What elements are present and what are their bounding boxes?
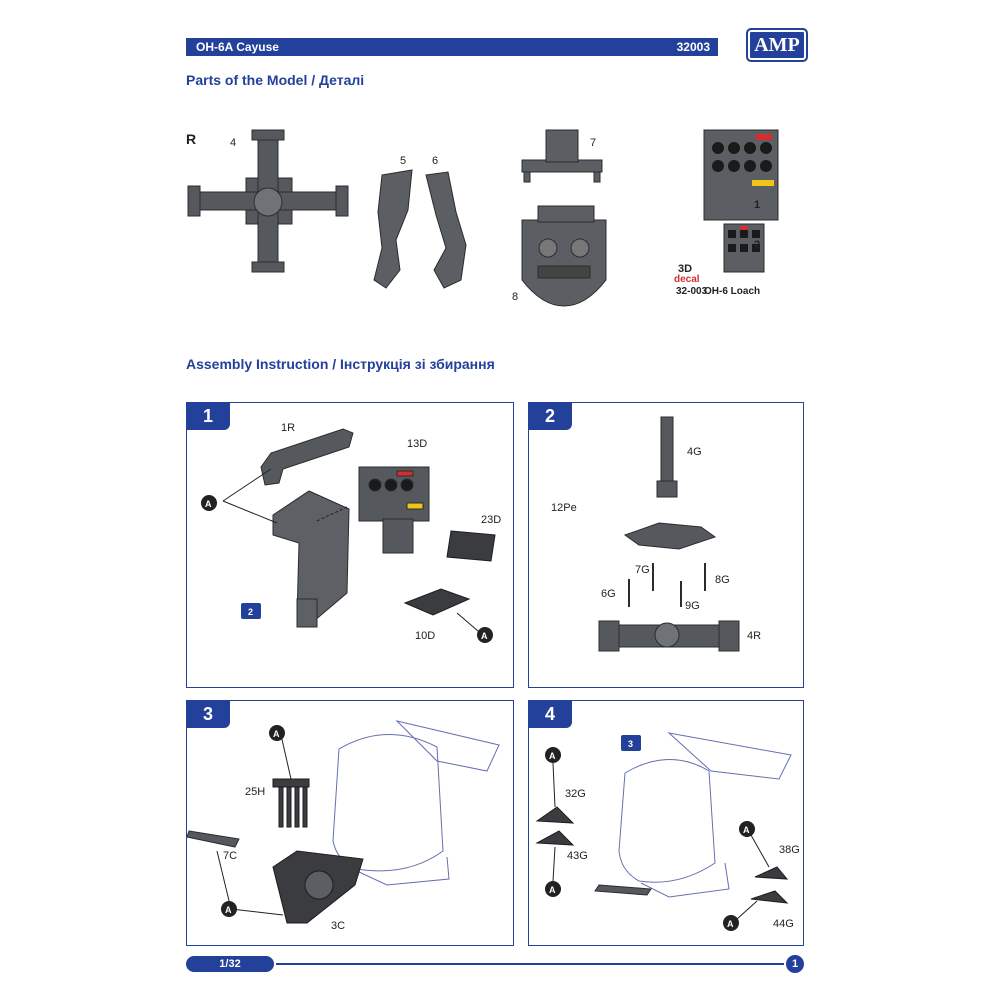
part-7-shape — [521, 129, 603, 183]
part-10d-base — [403, 588, 471, 616]
page-number: 1 — [786, 955, 804, 973]
assembly-title: Assembly Instruction / Інструкція зі зби… — [186, 356, 495, 372]
decal-item-2: 2 — [754, 239, 760, 251]
ref-a-marker-1 — [201, 495, 217, 511]
part-43g — [535, 830, 575, 846]
ref-a-marker-7 — [739, 821, 755, 837]
label-12pe: 12Pe — [551, 502, 577, 514]
decal-item-1: 1 — [754, 199, 760, 211]
step-3-panel: 3 A A 25H 7C 3C — [186, 700, 514, 946]
ref-a-marker-2 — [477, 627, 493, 643]
cabin-floor-part — [594, 884, 652, 896]
label-1r: 1R — [281, 422, 295, 434]
decal-brand-top: 3D — [678, 263, 692, 275]
header-bar: OH-6A Cayuse 32003 — [186, 38, 718, 56]
part-8-shape — [521, 205, 607, 307]
model-name: OH-6A Cayuse — [196, 40, 279, 54]
ref-a-text-6: A — [549, 885, 556, 895]
label-23d: 23D — [481, 514, 501, 526]
label-13d: 13D — [407, 438, 427, 450]
part-44g — [750, 890, 789, 904]
part-label-5: 5 — [400, 155, 406, 167]
seat-back-assembly — [272, 490, 350, 628]
ref-a-text-8: A — [727, 919, 734, 929]
step-3-badge: 3 — [186, 700, 230, 728]
part-23d-decal — [446, 530, 496, 562]
ref-a-text-4: A — [225, 905, 232, 915]
label-38g: 38G — [779, 844, 800, 856]
ref-a-marker-6 — [545, 881, 561, 897]
label-6g: 6G — [601, 588, 616, 600]
part-4-rotor-hub — [187, 129, 349, 273]
label-4r: 4R — [747, 630, 761, 642]
part-label-8: 8 — [512, 291, 518, 303]
part-label-6: 6 — [432, 155, 438, 167]
step-1-badge: 1 — [186, 402, 230, 430]
decal-name: OH-6 Loach — [704, 286, 760, 297]
part-6-shape — [425, 171, 467, 289]
footer-rule — [276, 963, 784, 965]
part-7c-strip — [187, 830, 240, 848]
part-13d-panel — [358, 466, 430, 554]
ref-a-marker-3 — [269, 725, 285, 741]
label-7c: 7C — [223, 850, 237, 862]
scale-badge: 1/32 — [186, 956, 274, 972]
label-25h: 25H — [245, 786, 265, 798]
label-7g: 7G — [635, 564, 650, 576]
amp-logo: AMP — [746, 28, 808, 62]
decal-code: 32-003 — [676, 286, 708, 297]
ref-a-marker-4 — [221, 901, 237, 917]
ref-a-marker-8 — [723, 915, 739, 931]
label-44g: 44G — [773, 918, 794, 930]
ref-a-text-5: A — [549, 751, 556, 761]
ref-step-2-text: 2 — [248, 607, 253, 617]
ref-a-text-7: A — [743, 825, 750, 835]
pushrods — [628, 563, 706, 607]
part-4r-hub — [598, 620, 740, 652]
step-1-panel: 1 A A 1R 13D 23D 10D — [186, 402, 514, 688]
parts-sheet: R 4 5 6 7 — [186, 120, 800, 330]
part-1r-handle — [260, 428, 354, 486]
label-4g: 4G — [687, 446, 702, 458]
label-9g: 9G — [685, 600, 700, 612]
label-3c: 3C — [331, 920, 345, 932]
swashplate-part — [623, 522, 717, 550]
part-3c-floor — [272, 850, 364, 924]
ref-a-marker-5 — [545, 747, 561, 763]
cabin-outline — [618, 732, 792, 898]
step-4-panel: 4 3 A A A A 32G 43G 38G 44G — [528, 700, 804, 946]
parts-title: Parts of the Model / Деталі — [186, 72, 365, 88]
decal-brand-bottom: decal — [674, 274, 700, 285]
part-4g-mast — [656, 416, 678, 498]
ref-a-text-3: A — [273, 729, 280, 739]
kit-code: 32003 — [676, 40, 710, 54]
part-38g — [754, 866, 789, 880]
label-8g: 8G — [715, 574, 730, 586]
ref-a-text-2: A — [481, 631, 488, 641]
ref-step-3-text: 3 — [628, 739, 633, 749]
part-32g — [535, 806, 575, 824]
step-2-badge: 2 — [528, 402, 572, 430]
step-4-badge: 4 — [528, 700, 572, 728]
sprue-letter: R — [186, 131, 196, 147]
decal-sheet — [703, 129, 779, 273]
label-10d: 10D — [415, 630, 435, 642]
part-label-4: 4 — [230, 137, 236, 149]
ref-a-text-1: A — [205, 499, 212, 509]
ref-step-3-badge — [621, 735, 641, 751]
part-5-shape — [373, 169, 413, 289]
label-32g: 32G — [565, 788, 586, 800]
part-25h-frame — [272, 778, 310, 828]
part-label-7: 7 — [590, 137, 596, 149]
step-2-panel: 2 4G 12Pe 7G 8G 6G 9G 4R — [528, 402, 804, 688]
ref-step-2-badge — [241, 603, 261, 619]
label-43g: 43G — [567, 850, 588, 862]
